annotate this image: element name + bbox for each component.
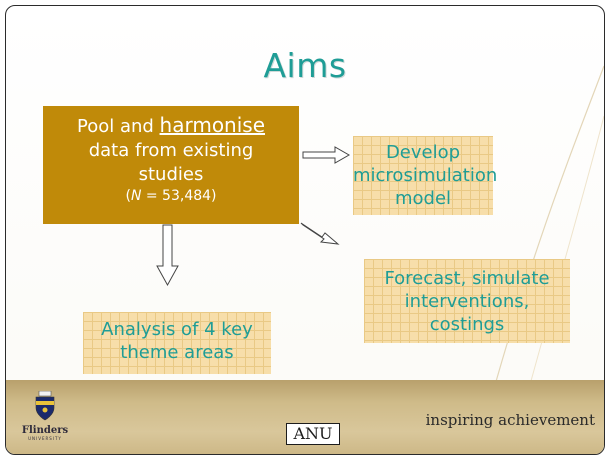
slide: Aims Pool and harmonise data from existi… xyxy=(5,5,605,455)
analysis-line2: theme areas xyxy=(120,342,234,363)
anu-logo: ANU xyxy=(286,423,340,445)
main-box-line3: studies xyxy=(138,164,204,185)
develop-model-box: Develop microsimulation model xyxy=(353,136,498,215)
main-box-line1-prefix: Pool and xyxy=(76,116,160,137)
flinders-logo-subtext: UNIVERSITY xyxy=(28,436,62,441)
develop-line1: Develop xyxy=(385,142,461,163)
main-box-line1: Pool and harmonise xyxy=(43,113,299,139)
sample-open: ( xyxy=(125,188,131,204)
slide-title: Aims xyxy=(263,46,347,85)
forecast-box: Forecast, simulate interventions, costin… xyxy=(364,259,570,343)
sample-size: (N = 53,484) xyxy=(43,187,299,205)
forecast-line3: costings xyxy=(429,314,505,335)
pool-harmonise-box: Pool and harmonise data from existing st… xyxy=(43,106,299,224)
analysis-box: Analysis of 4 key theme areas xyxy=(83,312,271,374)
arrow-right-icon xyxy=(302,146,351,164)
main-box-harmonise: harmonise xyxy=(159,113,266,137)
forecast-line2: interventions, xyxy=(404,291,530,312)
develop-line2: microsimulation xyxy=(353,165,498,186)
flinders-logo: Flinders UNIVERSITY xyxy=(20,390,70,449)
sample-var: N xyxy=(130,188,142,204)
university-crest-icon xyxy=(35,390,55,421)
analysis-line1: Analysis of 4 key xyxy=(101,319,253,340)
sample-value: = 53,484 xyxy=(141,188,212,204)
flow-arrows xyxy=(156,146,351,287)
develop-line3: model xyxy=(394,188,452,209)
arrow-down-right-icon xyxy=(300,222,340,245)
sample-close: ) xyxy=(211,188,217,204)
footer-tagline: inspiring achievement xyxy=(425,411,595,429)
main-box-line2: data from existing xyxy=(88,140,254,161)
arrow-down-icon xyxy=(156,224,179,287)
forecast-line1: Forecast, simulate xyxy=(384,268,550,289)
flinders-logo-text: Flinders xyxy=(21,425,69,436)
